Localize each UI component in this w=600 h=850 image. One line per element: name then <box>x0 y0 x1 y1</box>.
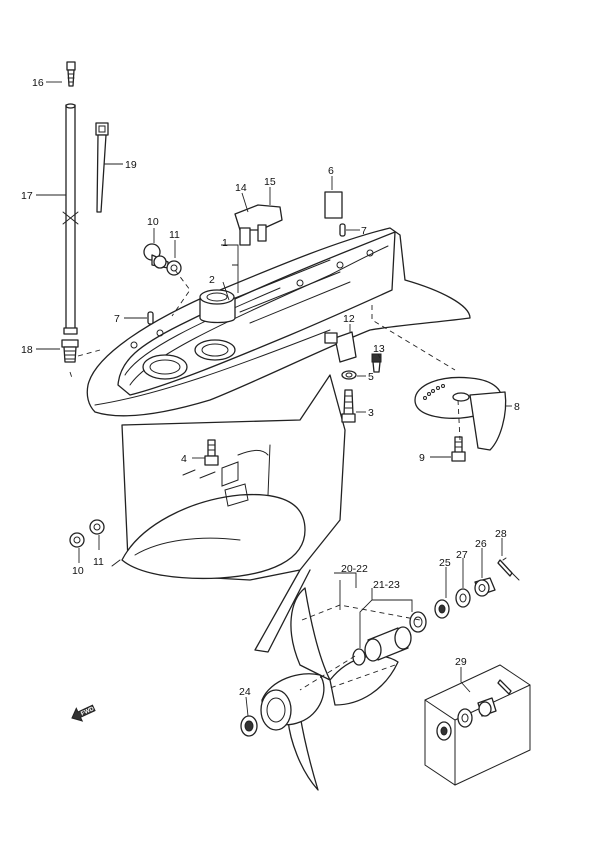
callout: 11 <box>93 556 104 568</box>
callout: 2 <box>209 274 215 286</box>
callout: 10 <box>147 216 159 228</box>
forward-direction-icon: FWD <box>71 704 96 722</box>
assembly-line <box>457 399 461 441</box>
bolt-4 <box>204 439 219 466</box>
leader-lines <box>36 81 512 717</box>
gearcase-housing <box>86 227 471 653</box>
stopper-12 <box>324 331 357 363</box>
callout: 12 <box>343 313 355 325</box>
callout: 25 <box>439 557 451 569</box>
assembly-line <box>299 655 356 691</box>
callout: 9 <box>419 452 425 464</box>
nut-26 <box>474 577 496 597</box>
callout: 24 <box>239 686 251 698</box>
callout: 8 <box>514 401 520 413</box>
drain-plug-lower <box>69 532 85 548</box>
callout: 21-23 <box>373 579 400 591</box>
callout: 20-22 <box>341 563 368 575</box>
washer-lower <box>89 519 105 535</box>
bolt-3 <box>341 389 356 423</box>
assembly-line <box>329 664 396 689</box>
callout: 16 <box>32 77 44 89</box>
dowel-pin-right <box>339 223 346 237</box>
shift-rod <box>62 103 79 335</box>
drain-plug-upper <box>143 243 169 269</box>
svg-text:FWD: FWD <box>80 706 96 717</box>
callout: 18 <box>21 344 33 356</box>
callout: 3 <box>368 407 374 419</box>
callout: 28 <box>495 528 507 540</box>
callout: 7 <box>361 225 367 237</box>
callout: 29 <box>455 656 467 668</box>
assembly-line <box>371 305 456 371</box>
bushing-21-23 <box>352 626 412 666</box>
dowel-pin-left <box>147 311 154 325</box>
callout: 11 <box>169 229 180 241</box>
assembly-line <box>171 269 191 317</box>
washer-5 <box>341 370 357 380</box>
assembly-line <box>69 371 73 379</box>
bolt-13 <box>371 353 382 373</box>
callout: 4 <box>181 453 187 465</box>
callout: 19 <box>125 159 137 171</box>
assembly-line <box>301 604 421 621</box>
propeller <box>260 587 399 791</box>
callout: 15 <box>264 176 276 188</box>
callout: 5 <box>368 371 374 383</box>
cover-6 <box>324 191 343 219</box>
screw-16 <box>66 61 76 87</box>
grommet-18 <box>61 339 79 363</box>
bracket-14-15 <box>234 204 283 246</box>
callout: 14 <box>235 182 247 194</box>
callout: 17 <box>21 190 33 202</box>
kit-29 <box>424 664 531 786</box>
callout: 10 <box>72 565 84 577</box>
callout: 26 <box>475 538 487 550</box>
callout: 13 <box>373 343 385 355</box>
cotter-pin-28 <box>497 557 520 581</box>
callout: 1 <box>222 237 228 249</box>
assembly-line <box>77 349 101 357</box>
spacer-24 <box>240 715 258 737</box>
callout-labels: 16 17 18 19 10 11 7 1 2 14 15 6 7 12 13 … <box>21 77 520 698</box>
washer-27 <box>455 588 471 608</box>
washer-25 <box>434 599 450 619</box>
bolt-9 <box>451 436 466 462</box>
callout: 6 <box>328 165 334 177</box>
callout: 7 <box>114 313 120 325</box>
tie-strap-19 <box>95 122 109 213</box>
callout: 27 <box>456 549 468 561</box>
washer-upper <box>166 260 182 276</box>
trim-tab-8 <box>414 376 507 451</box>
washer-22 <box>409 611 427 633</box>
